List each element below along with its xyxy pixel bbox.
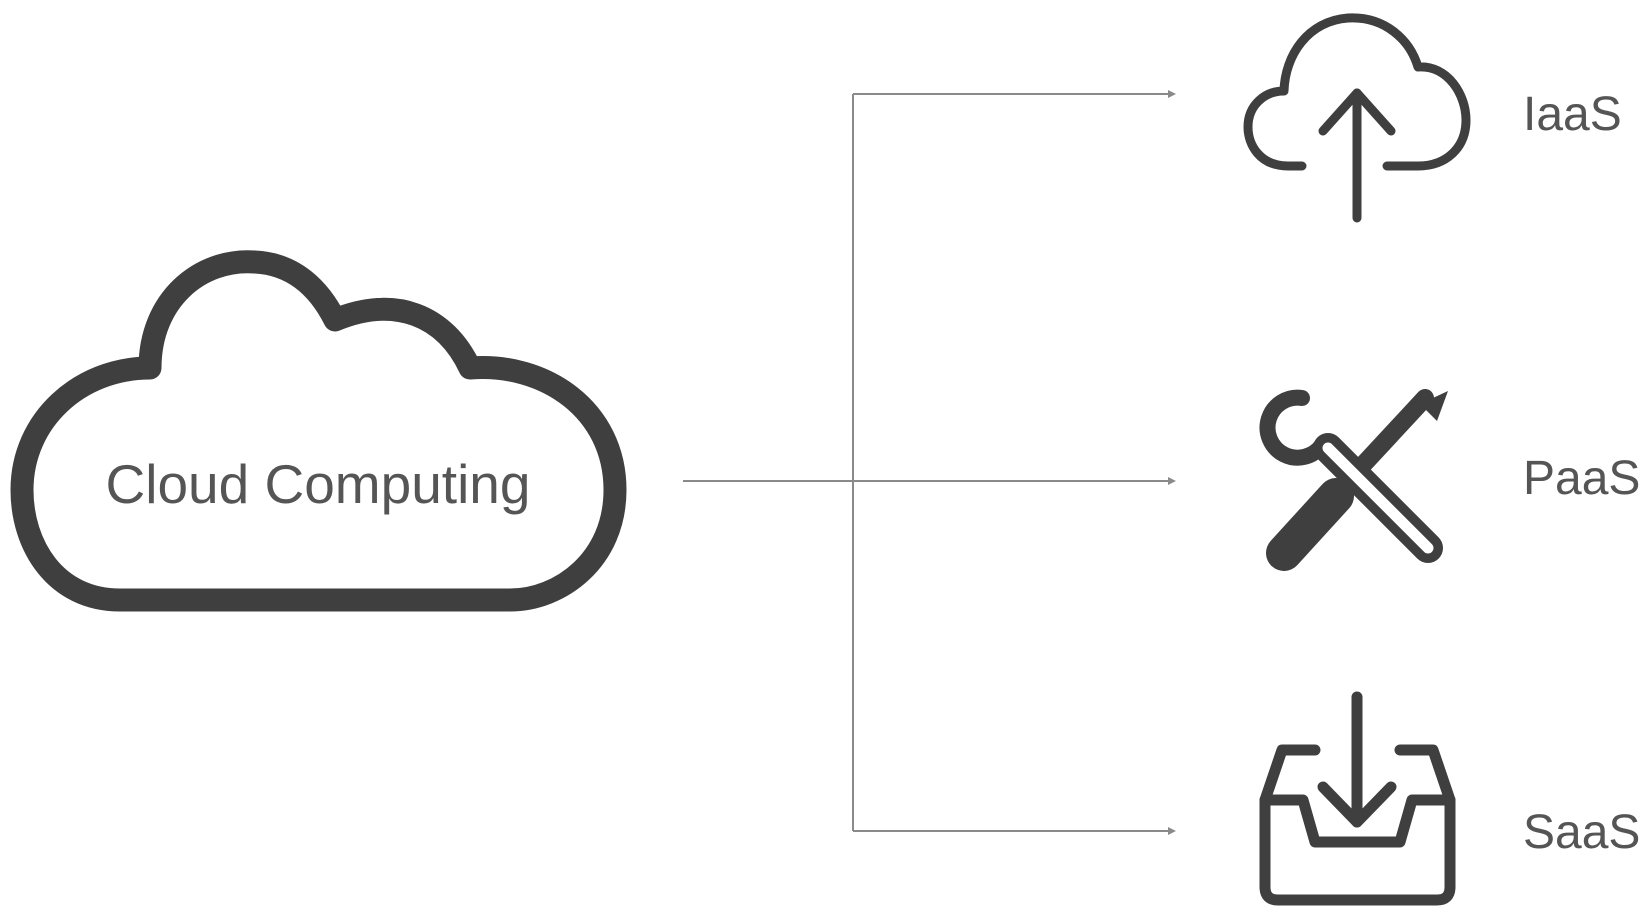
service-label-paas: PaaS bbox=[1523, 452, 1640, 505]
service-label-iaas: IaaS bbox=[1523, 88, 1622, 141]
wrench-screwdriver-icon bbox=[1259, 389, 1448, 571]
service-node-iaas: IaaS bbox=[1243, 13, 1622, 223]
cloud-upload-icon bbox=[1243, 13, 1471, 223]
arrowhead-saas bbox=[1168, 827, 1176, 835]
cloud-outline-icon bbox=[10, 250, 627, 612]
inbox-download-icon bbox=[1259, 691, 1456, 906]
service-node-saas: SaaS bbox=[1259, 691, 1640, 906]
service-node-paas: PaaS bbox=[1259, 389, 1640, 571]
root-cloud-node: Cloud Computing bbox=[10, 250, 627, 612]
service-label-saas: SaaS bbox=[1523, 806, 1640, 859]
arrowhead-iaas bbox=[1168, 90, 1176, 98]
connectors bbox=[683, 90, 1176, 835]
arrowhead-paas bbox=[1168, 477, 1176, 485]
root-label: Cloud Computing bbox=[106, 453, 531, 515]
